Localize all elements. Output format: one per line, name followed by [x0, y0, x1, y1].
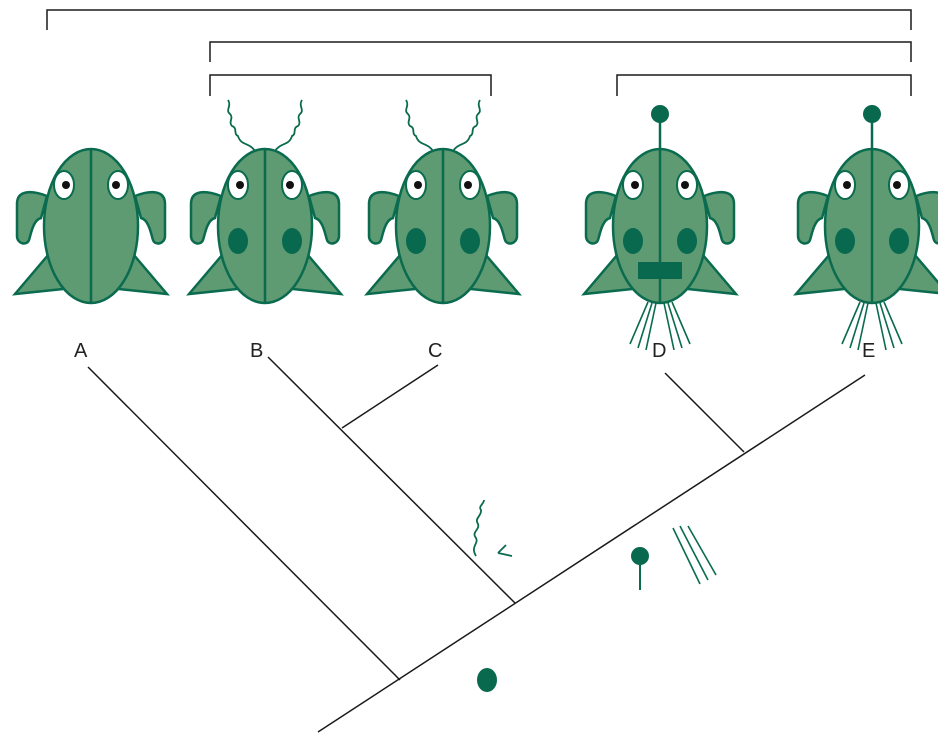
- main-trunk: [318, 375, 865, 732]
- taxon-label-c: C: [428, 340, 442, 363]
- bracket-bc: [210, 75, 491, 96]
- taxon-label-d: D: [652, 340, 666, 363]
- taxon-label-b: B: [250, 340, 263, 363]
- bracket-all: [47, 10, 911, 30]
- creature-d: [584, 105, 736, 350]
- branch-b: [268, 357, 515, 603]
- creature-a: [15, 149, 167, 303]
- branch-d: [665, 373, 744, 452]
- knob-antenna-icon: [631, 547, 649, 590]
- curly-antenna-icon: [474, 500, 512, 556]
- creature-c: [367, 100, 519, 303]
- clade-brackets: [47, 10, 911, 96]
- creature-e: [796, 105, 938, 350]
- tail-bristles-icon: [673, 526, 716, 584]
- bracket-bcde: [210, 42, 911, 62]
- branch-c: [342, 365, 438, 428]
- creature-b: [189, 100, 341, 303]
- taxon-label-a: A: [74, 340, 87, 363]
- cladogram-tree: [88, 357, 865, 732]
- taxon-label-e: E: [862, 340, 875, 363]
- bracket-de: [617, 75, 911, 96]
- spots-trait-icon: [477, 668, 497, 692]
- branch-a: [88, 367, 400, 680]
